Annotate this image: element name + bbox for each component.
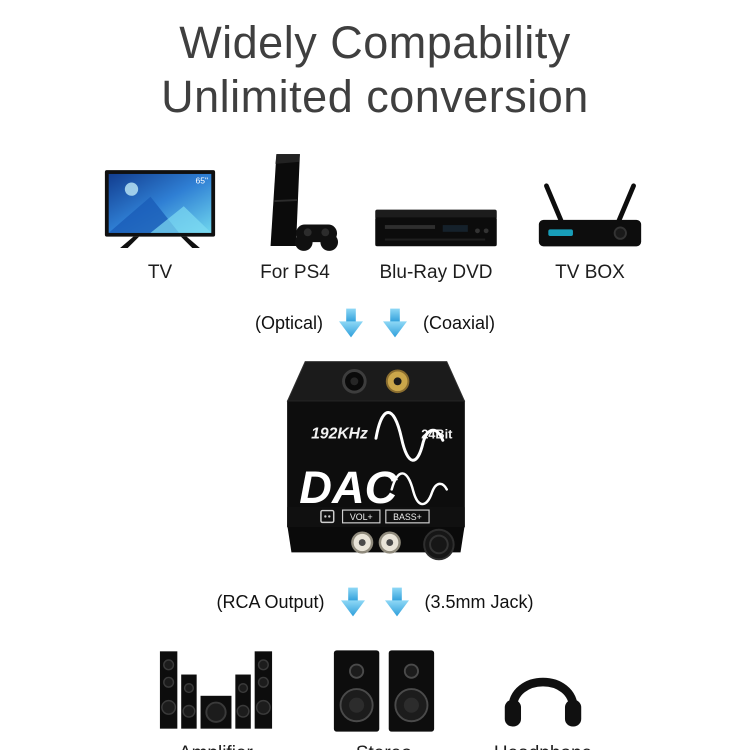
waveform-tail-icon (390, 472, 448, 506)
source-tvbox-label: TV BOX (555, 262, 625, 283)
input-row: (Optical) (Coaxial) (255, 308, 495, 338)
input-arrows (338, 308, 407, 338)
down-arrow-icon (384, 587, 409, 617)
rca-output-label: (RCA Output) (216, 591, 325, 612)
sink-amplifier-label: Amplifier (179, 743, 253, 750)
title-line-1: Widely Compability (179, 17, 571, 68)
usb-icon (320, 509, 335, 524)
down-arrow-icon (382, 308, 407, 338)
source-tv-label: TV (147, 262, 173, 283)
sink-headphone: Headphone (494, 643, 592, 750)
svg-text:VOL+: VOL+ (350, 512, 373, 522)
page-title: Widely Compability Unlimited conversion (161, 16, 589, 124)
source-tvbox: TV BOX (533, 150, 647, 284)
sink-devices-row: Amplifier Stereo (158, 643, 592, 750)
source-bluray: Blu-Ray DVD (373, 150, 499, 284)
sink-amplifier: Amplifier (158, 643, 274, 750)
headphone-icon (500, 643, 586, 735)
down-arrow-icon (340, 587, 365, 617)
output-arrows (340, 587, 409, 617)
optical-label: (Optical) (254, 312, 323, 333)
jack-output-label: (3.5mm Jack) (424, 591, 534, 612)
source-bluray-label: Blu-Ray DVD (379, 262, 493, 283)
sink-headphone-label: Headphone (494, 743, 592, 750)
bluray-player-icon (373, 150, 499, 254)
source-tv: 65" TV (103, 150, 217, 284)
source-ps4-label: For PS4 (260, 262, 330, 283)
down-arrow-icon (338, 308, 363, 338)
tv-icon: 65" (103, 150, 217, 254)
stereo-speakers-icon (332, 643, 436, 735)
tv-box-icon (533, 150, 647, 254)
output-row: (RCA Output) (3.5mm Jack) (216, 587, 534, 617)
dac-converter-icon: 192KHz 24Bit DAC VOL+ BASS+ (286, 361, 466, 561)
svg-text:DAC: DAC (299, 462, 398, 513)
svg-text:BASS+: BASS+ (393, 512, 422, 522)
bass-button (385, 509, 430, 524)
source-ps4: For PS4 (251, 150, 339, 284)
svg-text:192KHz: 192KHz (311, 425, 368, 442)
sink-stereo: Stereo (332, 643, 436, 750)
volume-knob (423, 528, 455, 561)
title-line-2: Unlimited conversion (161, 71, 589, 122)
source-devices-row: 65" TV For PS4 (103, 150, 647, 284)
vol-button (341, 509, 381, 524)
dac-device: 192KHz 24Bit DAC VOL+ BASS+ (264, 340, 486, 577)
sink-stereo-label: Stereo (356, 743, 412, 750)
svg-text:65": 65" (196, 175, 209, 185)
amplifier-icon (158, 643, 274, 735)
waveform-icon (374, 411, 445, 462)
coaxial-label: (Coaxial) (422, 312, 496, 333)
ps4-console-icon (251, 150, 339, 254)
